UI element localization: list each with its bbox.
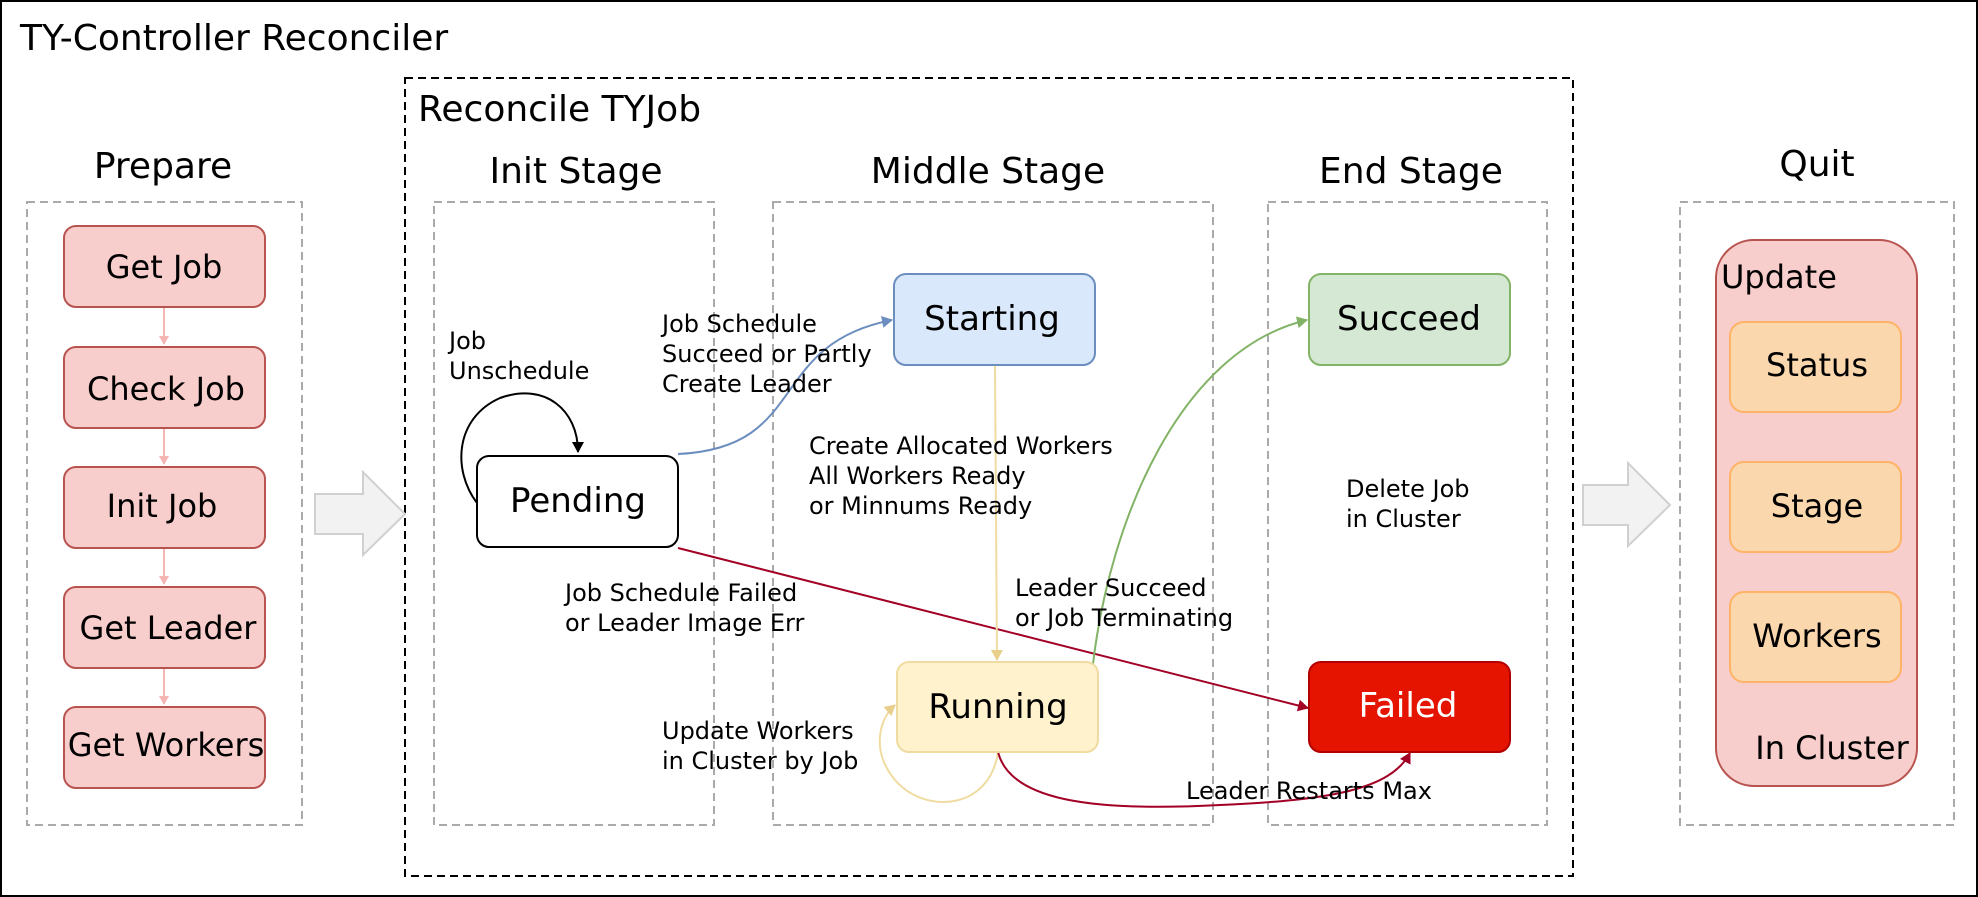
end-stage-header: End Stage [1319, 151, 1503, 192]
reconcile-region [404, 77, 1574, 877]
reconcile-title: Reconcile TYJob [418, 89, 701, 130]
update-workers-line: in Cluster by Job [662, 747, 858, 775]
pending-label: Pending [510, 481, 646, 521]
quit-workers-item [1729, 591, 1902, 683]
get-leader-label: Get Leader [80, 609, 258, 647]
schedule-succeed-line: Succeed or Partly [662, 340, 872, 368]
running-update-loop-arrow [878, 704, 999, 803]
init-stage-container [433, 201, 715, 826]
check-job-step [63, 346, 266, 429]
middle-stage-container [772, 201, 1214, 826]
succeed-state [1308, 273, 1511, 366]
leader-succeed-line: or Job Terminating [1015, 604, 1233, 632]
middle-stage-header: Middle Stage [871, 151, 1105, 192]
quit-header: Quit [1779, 144, 1854, 185]
starting-label: Starting [924, 299, 1060, 339]
flow-arrow-right [1582, 460, 1672, 549]
schedule-failed-label: Job Schedule Failed or Leader Image Err [563, 579, 805, 637]
quit-status-item [1729, 321, 1902, 413]
quit-container [1679, 201, 1955, 826]
pending-state [476, 455, 679, 548]
quit-stage-item [1729, 461, 1902, 553]
update-workers-label: Update Workers in Cluster by Job [662, 717, 858, 775]
job-unschedule-line: Job [447, 327, 486, 355]
starting-state [893, 273, 1096, 366]
running-to-succeed-arrow [1092, 316, 1308, 665]
update-workers-line: Update Workers [662, 717, 854, 745]
schedule-failed-line: Job Schedule Failed [563, 579, 797, 607]
get-job-step [63, 225, 266, 308]
pending-to-starting-arrow [677, 316, 893, 455]
running-to-failed-arrow [997, 751, 1411, 808]
job-unschedule-line: Unschedule [449, 357, 589, 385]
end-stage-container [1267, 201, 1548, 826]
prepare-header: Prepare [94, 146, 232, 187]
running-state [896, 661, 1099, 753]
starting-to-running-arrow [990, 365, 1003, 661]
get-job-label: Get Job [106, 248, 223, 286]
flow-arrow-left [314, 469, 407, 558]
schedule-failed-line: or Leader Image Err [565, 609, 805, 637]
diagram-title: TY-Controller Reconciler [19, 18, 448, 59]
delete-job-label: Delete Job in Cluster [1346, 475, 1469, 533]
pending-to-failed-arrow [677, 547, 1309, 712]
delete-job-line: Delete Job [1346, 475, 1469, 503]
get-workers-step [63, 706, 266, 789]
schedule-succeed-line: Job Schedule [660, 310, 817, 338]
init-job-label: Init Job [107, 487, 218, 525]
quit-in-cluster-label: In Cluster [1755, 729, 1909, 767]
quit-stage-label: Stage [1771, 487, 1863, 525]
succeed-label: Succeed [1337, 299, 1481, 339]
leader-restarts-label: Leader Restarts Max [1186, 777, 1432, 805]
prepare-steps: Get Job Check Job Init Job Get Leader Ge… [63, 225, 266, 789]
get-leader-step [63, 586, 266, 669]
create-workers-line: or Minnums Ready [809, 492, 1032, 520]
init-stage-header: Init Stage [489, 151, 662, 192]
leader-succeed-line: Leader Succeed [1015, 574, 1207, 602]
schedule-succeed-line: Create Leader [662, 370, 832, 398]
create-workers-label: Create Allocated Workers All Workers Rea… [809, 432, 1113, 520]
job-unschedule-label: Job Unschedule [447, 327, 589, 385]
get-workers-label: Get Workers [68, 726, 265, 764]
init-job-step [63, 466, 266, 549]
check-job-label: Check Job [87, 370, 245, 408]
delete-job-line: in Cluster [1346, 505, 1461, 533]
create-workers-line: All Workers Ready [809, 462, 1026, 490]
quit-workers-label: Workers [1752, 617, 1881, 655]
running-label: Running [928, 687, 1067, 727]
leader-succeed-label: Leader Succeed or Job Terminating [1015, 574, 1233, 632]
failed-label: Failed [1359, 686, 1458, 726]
prepare-container [26, 201, 303, 826]
failed-state [1308, 661, 1511, 753]
quit-status-label: Status [1766, 346, 1868, 384]
create-workers-line: Create Allocated Workers [809, 432, 1113, 460]
schedule-succeed-label: Job Schedule Succeed or Partly Create Le… [660, 310, 872, 398]
quit-update-title: Update [1721, 258, 1837, 296]
unschedule-loop-arrow [460, 392, 584, 504]
